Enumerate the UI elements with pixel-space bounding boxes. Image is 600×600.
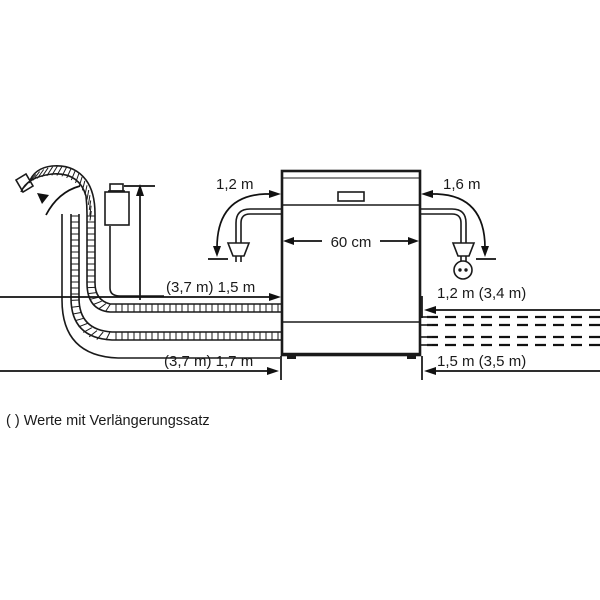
hose-end-cuff	[14, 172, 35, 194]
dishwasher-foot-right	[407, 354, 416, 359]
wall-socket-icon	[453, 260, 473, 280]
right-cord-inner	[420, 213, 462, 243]
right-plug-body	[451, 242, 476, 257]
drain-hose-upper-outer	[28, 164, 282, 305]
aquastop-height-arrow	[136, 184, 144, 196]
right-power-cord-label: 1,6 m	[443, 176, 481, 193]
drain-hose-lower-ribs	[71, 215, 279, 341]
drain-hose-lower-outer	[78, 214, 282, 333]
left-power-cord-group: 1,2 m	[208, 176, 282, 262]
supply-hose-lower-label: 1,5 m (3,5 m)	[437, 353, 526, 370]
drain-hose-lower-group	[70, 214, 282, 341]
socket-hole-right	[464, 268, 468, 272]
drain-hose-lower-inner	[70, 214, 282, 341]
width-arrow-right	[408, 237, 419, 245]
rotation-arrow-head	[37, 193, 49, 204]
aquastop-body	[104, 191, 130, 226]
drain-hose-lower-label: (3,7 m) 1,7 m	[164, 353, 253, 370]
supply-upper-dimension: 1,2 m (3,4 m)	[421, 285, 600, 318]
drain-hose-upper-label: (3,7 m) 1,5 m	[166, 279, 255, 296]
hose-tail-lower	[61, 214, 280, 359]
width-label: 60 cm	[331, 234, 372, 251]
dishwasher-appliance	[280, 169, 422, 359]
right-cord-outer	[420, 208, 467, 243]
aquastop-cap	[109, 183, 124, 192]
drain-upper-dim-arrow	[269, 293, 281, 301]
right-cord-dim-arc	[430, 193, 486, 249]
right-cord-dim-arrow-down	[481, 246, 489, 257]
supply-hose-upper-label: 1,2 m (3,4 m)	[437, 285, 526, 302]
supply-upper-dim-arrow	[424, 306, 436, 314]
drain-hose-lower-dimension: (3,7 m) 1,7 m	[0, 353, 282, 380]
rotation-arrow-line	[45, 185, 81, 216]
drain-hose-upper-group	[14, 164, 282, 313]
drain-hose-upper-ribs	[21, 165, 279, 312]
left-cord-outer	[235, 208, 282, 243]
drain-lower-dim-arrow	[267, 367, 279, 375]
left-power-cord-label: 1,2 m	[216, 176, 254, 193]
left-cord-dim-arrow-right	[269, 190, 281, 198]
hose-tail-curves	[61, 214, 280, 359]
width-arrow-left	[283, 237, 294, 245]
left-plug-body	[226, 242, 251, 257]
aquastop-hose-tail	[109, 226, 164, 297]
right-power-cord-group: 1,6 m	[420, 176, 496, 280]
left-cord-dim-arrow-down	[213, 246, 221, 257]
diagram-caption: ( ) Werte mit Verlängerungssatz	[6, 413, 210, 429]
drain-hose-upper-dimension: (3,7 m) 1,5 m	[0, 279, 281, 301]
left-cord-inner	[240, 213, 282, 243]
dishwasher-foot-left	[287, 354, 296, 359]
right-cord-dim-arrow-left	[421, 190, 433, 198]
width-dimension: 60 cm	[283, 234, 419, 251]
supply-lower-dimension: 1,5 m (3,5 m)	[421, 353, 600, 380]
aquastop-valve-group	[104, 183, 155, 300]
supply-lower-dim-arrow	[424, 367, 436, 375]
supply-hoses-right	[420, 315, 600, 347]
hose-end-icon	[14, 172, 35, 194]
socket-hole-left	[458, 268, 462, 272]
dishwasher-display	[337, 191, 365, 202]
left-cord-dim-arc	[216, 193, 272, 249]
